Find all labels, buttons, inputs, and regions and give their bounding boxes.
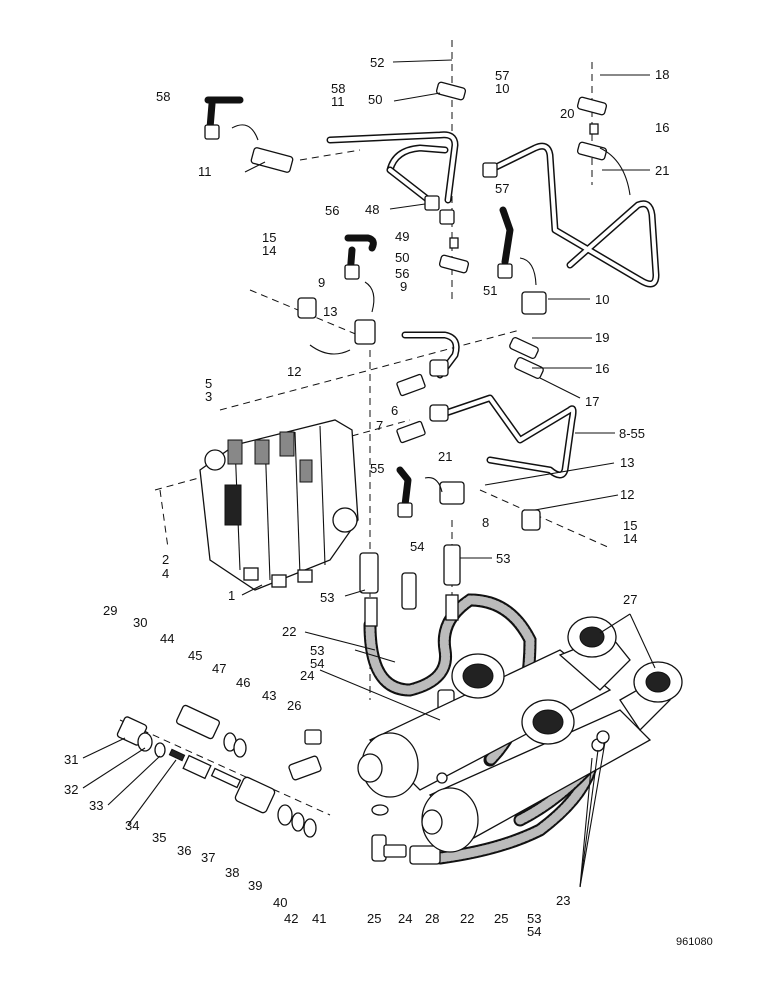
callout-57: 57 (495, 181, 509, 196)
callout-53: 53 (527, 911, 541, 926)
callout-58: 58 (331, 81, 345, 96)
callout-1: 1 (228, 588, 235, 603)
callout-53: 53 (320, 590, 334, 605)
callout-4: 4 (162, 566, 169, 581)
callout-31: 31 (64, 752, 78, 767)
callout-54: 54 (310, 656, 324, 671)
callout-9: 9 (400, 279, 407, 294)
callout-15: 15 (623, 518, 637, 533)
callout-14: 14 (623, 531, 637, 546)
callout-28: 28 (425, 911, 439, 926)
callout-37: 37 (201, 850, 215, 865)
callout-46: 46 (236, 675, 250, 690)
callout-11: 11 (198, 164, 212, 179)
callout-56: 56 (395, 266, 409, 281)
callout-17: 17 (585, 394, 599, 409)
callout-14: 14 (262, 243, 276, 258)
callout-47: 47 (212, 661, 226, 676)
callout-10: 10 (495, 81, 509, 96)
callout-29: 29 (103, 603, 117, 618)
callout-3: 3 (205, 389, 212, 404)
callout-42: 42 (284, 911, 298, 926)
callout-19: 19 (595, 330, 609, 345)
callout-20: 20 (560, 106, 574, 121)
callout-43: 43 (262, 688, 276, 703)
callout-16: 16 (655, 120, 669, 135)
callout-27: 27 (623, 592, 637, 607)
leader-lines (82, 59, 656, 888)
callout-35: 35 (152, 830, 166, 845)
callout-26: 26 (287, 698, 301, 713)
callout-50: 50 (395, 250, 409, 265)
callout-38: 38 (225, 865, 239, 880)
callout-56: 56 (325, 203, 339, 218)
callout-13: 13 (323, 304, 337, 319)
callout-48: 48 (365, 202, 379, 217)
callout-52: 52 (370, 55, 384, 70)
callout-21: 21 (438, 449, 452, 464)
callout-11: 11 (331, 94, 345, 109)
callout-5: 5 (205, 376, 212, 391)
callout-2: 2 (162, 552, 169, 567)
callout-24: 24 (300, 668, 314, 683)
fittings-upper (204, 81, 631, 531)
callout-15: 15 (262, 230, 276, 245)
callout-25: 25 (367, 911, 381, 926)
callout-9: 9 (318, 275, 325, 290)
callout-44: 44 (160, 631, 174, 646)
callout-labels: 52 58 58 11 50 57 10 18 20 16 11 21 48 5… (64, 55, 713, 948)
callout-34: 34 (125, 818, 139, 833)
callout-22: 22 (282, 624, 296, 639)
callout-50: 50 (368, 92, 382, 107)
callout-24: 24 (398, 911, 412, 926)
callout-30: 30 (133, 615, 147, 630)
callout-40: 40 (273, 895, 287, 910)
drawing-reference-number: 961080 (676, 936, 713, 948)
callout-13: 13 (620, 455, 634, 470)
callout-16: 16 (595, 361, 609, 376)
callout-10: 10 (595, 292, 609, 307)
callout-36: 36 (177, 843, 191, 858)
callout-8: 8 (482, 515, 489, 530)
callout-23: 23 (556, 893, 570, 908)
callout-22: 22 (460, 911, 474, 926)
callout-45: 45 (188, 648, 202, 663)
callout-54: 54 (527, 924, 541, 939)
callout-51: 51 (483, 283, 497, 298)
callout-25: 25 (494, 911, 508, 926)
callout-6: 6 (391, 403, 398, 418)
pipe-assembly-upper (204, 96, 660, 509)
callout-49: 49 (395, 229, 409, 244)
callout-33: 33 (89, 798, 103, 813)
control-valve-block (199, 419, 359, 591)
callout-41: 41 (312, 911, 326, 926)
callout-18: 18 (655, 67, 669, 82)
callout-53: 53 (310, 643, 324, 658)
callout-53: 53 (496, 551, 510, 566)
callout-7: 7 (376, 418, 383, 433)
callout-12: 12 (620, 487, 634, 502)
callout-32: 32 (64, 782, 78, 797)
callout-55: 55 (370, 461, 384, 476)
callout-58: 58 (156, 89, 170, 104)
callout-54: 54 (410, 539, 424, 554)
callout-8-55: 8-55 (619, 426, 645, 441)
callout-39: 39 (248, 878, 262, 893)
callout-12: 12 (287, 364, 301, 379)
hydraulic-cylinders (357, 616, 683, 853)
relief-valve-exploded (116, 704, 407, 862)
callout-57: 57 (495, 68, 509, 83)
callout-21: 21 (655, 163, 669, 178)
